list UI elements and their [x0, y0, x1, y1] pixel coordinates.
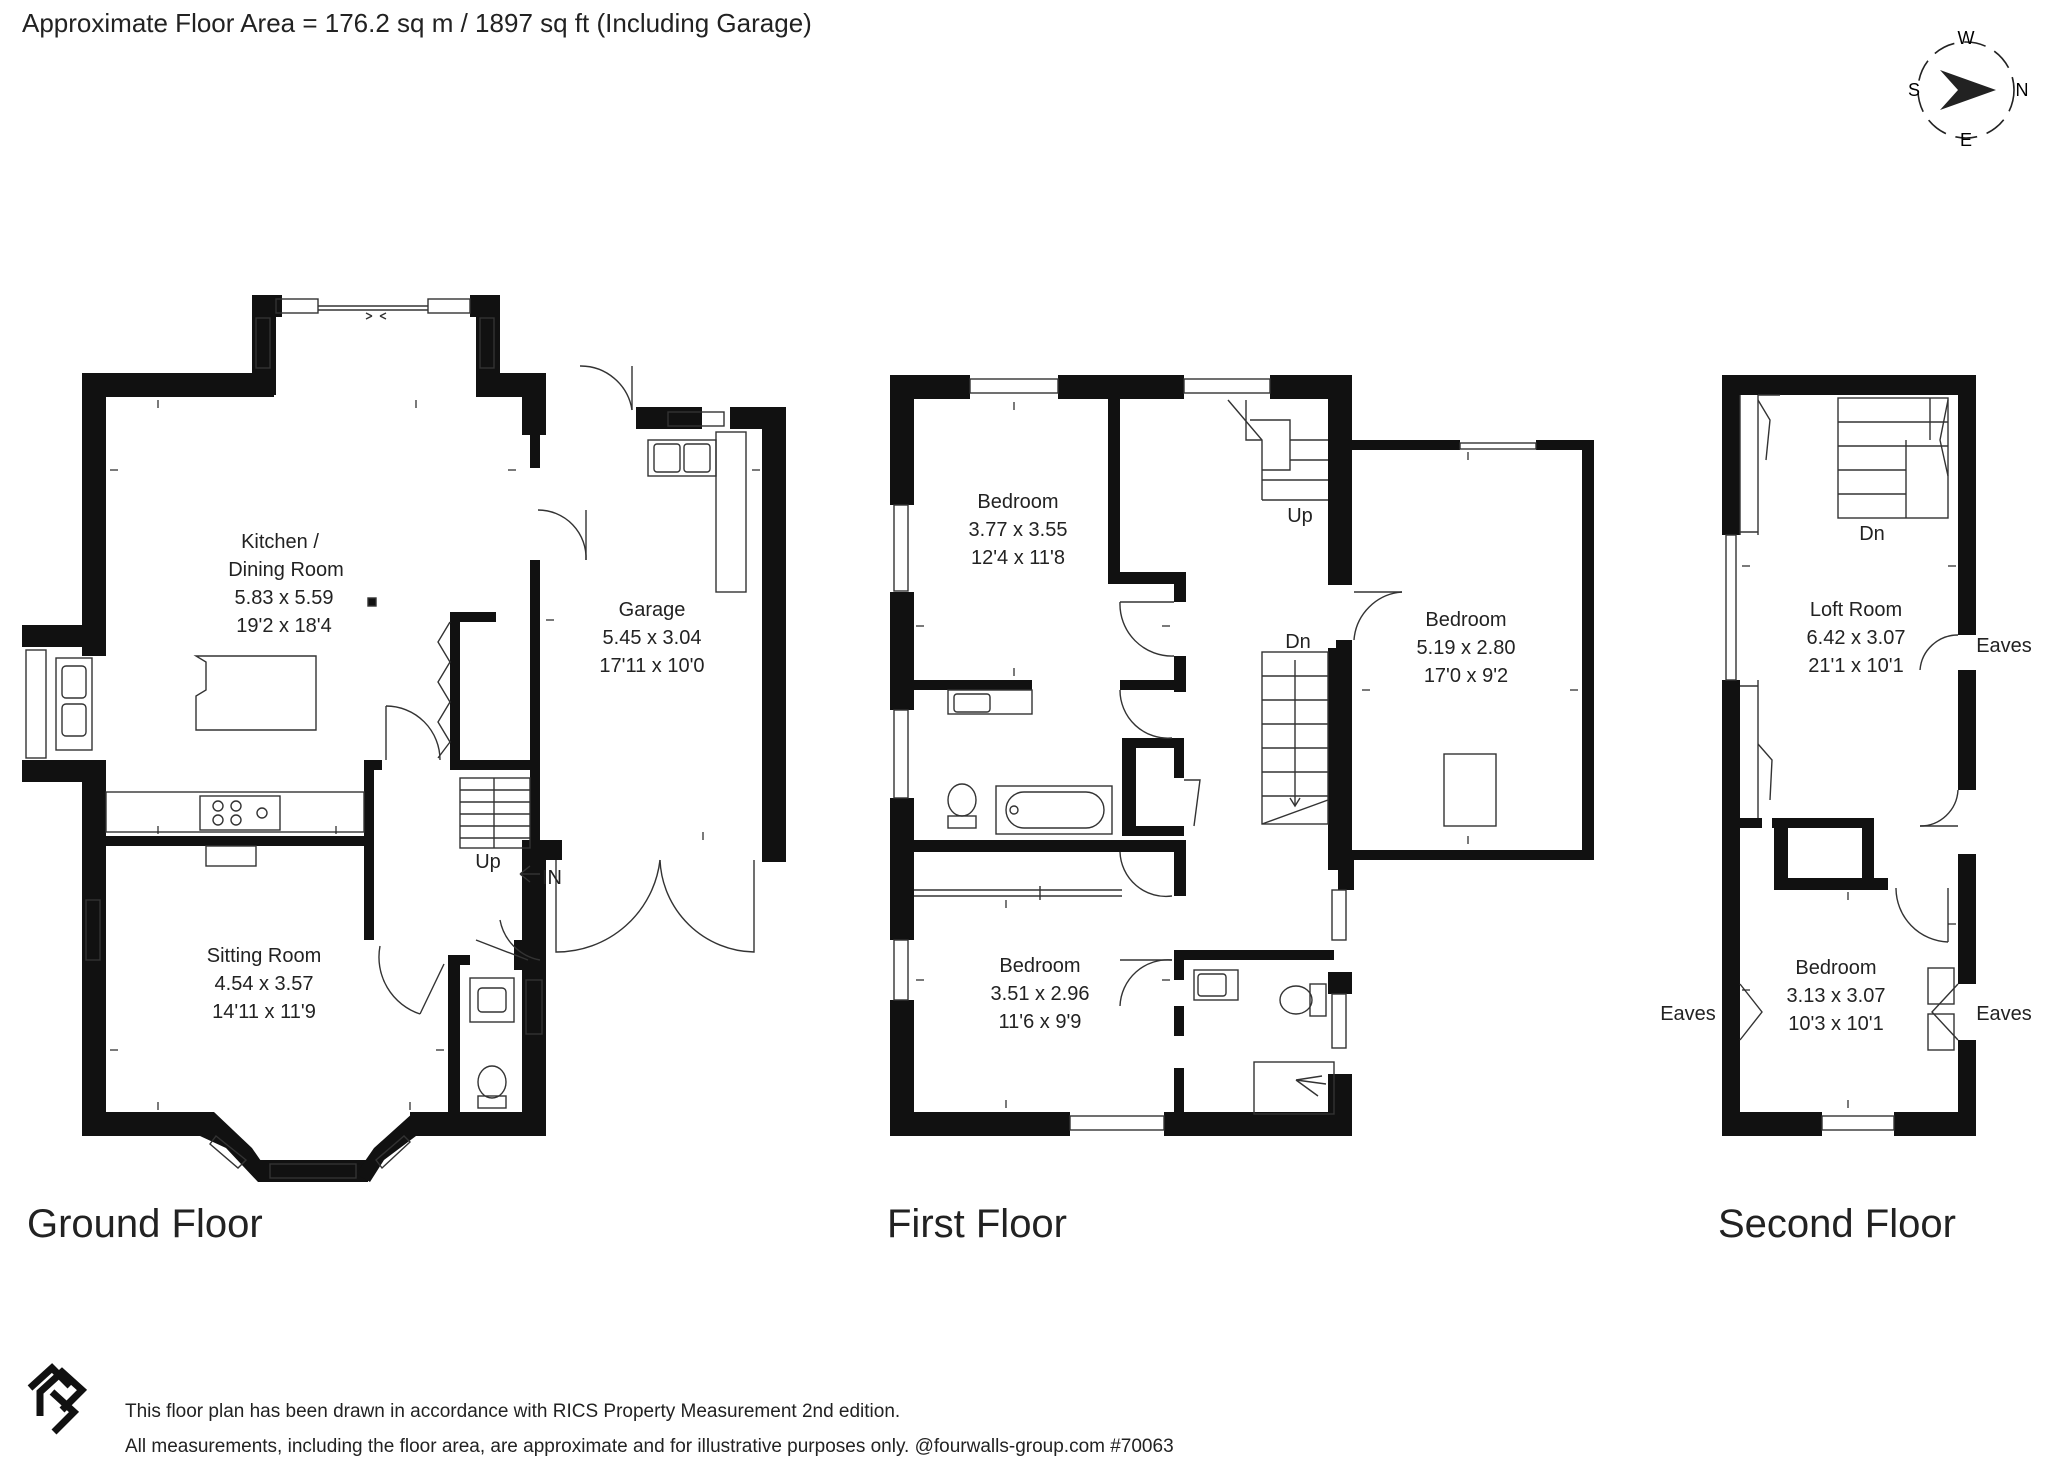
- first-floor-title: First Floor: [887, 1202, 1067, 1246]
- footer-disclaimer: All measurements, including the floor ar…: [125, 1436, 1174, 1457]
- fourwalls-logo-icon: [27, 1363, 88, 1435]
- sitting-room-name: Sitting Room: [207, 945, 322, 967]
- loft-room-metric: 6.42 x 3.07: [1807, 627, 1906, 649]
- second-bedroom-imperial: 10'3 x 10'1: [1788, 1013, 1884, 1035]
- ground-floor-plan: [22, 295, 786, 1182]
- bedroom-2-name: Bedroom: [1425, 609, 1506, 631]
- eaves-label-left: Eaves: [1660, 1003, 1716, 1025]
- compass-n: N: [2016, 80, 2029, 100]
- floor-area-header: Approximate Floor Area = 176.2 sq m / 18…: [22, 8, 812, 38]
- sitting-room-imperial: 14'11 x 11'9: [212, 1001, 316, 1023]
- ground-floor-tick-marks: [110, 400, 760, 1110]
- garage-name: Garage: [619, 599, 686, 621]
- eaves-label-right-top: Eaves: [1976, 635, 2032, 657]
- bedroom-1-metric: 3.77 x 3.55: [969, 519, 1068, 541]
- compass-e: E: [1960, 130, 1972, 150]
- first-floor-tick-marks: [916, 402, 1578, 1108]
- second-floor-plan: [1722, 375, 1976, 1136]
- second-floor-title: Second Floor: [1718, 1202, 1956, 1246]
- bedroom-2-imperial: 17'0 x 9'2: [1424, 665, 1508, 687]
- kitchen-imperial: 19'2 x 18'4: [236, 615, 332, 637]
- garage-metric: 5.45 x 3.04: [603, 627, 702, 649]
- bedroom-3-imperial: 11'6 x 9'9: [999, 1011, 1082, 1033]
- kitchen-metric: 5.83 x 5.59: [235, 587, 334, 609]
- kitchen-name-2: Dining Room: [228, 559, 344, 581]
- eaves-label-right-bottom: Eaves: [1976, 1003, 2032, 1025]
- bedroom-1-imperial: 12'4 x 11'8: [971, 547, 1065, 569]
- footer-rics-note: This floor plan has been drawn in accord…: [125, 1401, 901, 1422]
- second-floor-tick-marks: [1742, 565, 1956, 1108]
- ground-floor-fixtures: [25, 298, 755, 1179]
- bedroom-1-name: Bedroom: [977, 491, 1058, 513]
- room-labels: Kitchen / Dining Room 5.83 x 5.59 19'2 x…: [207, 491, 2032, 1035]
- second-stairs-dn-label: Dn: [1859, 523, 1885, 545]
- bedroom-3-metric: 3.51 x 2.96: [991, 983, 1090, 1005]
- first-stairs-dn-label: Dn: [1285, 631, 1311, 653]
- bedroom-3-name: Bedroom: [999, 955, 1080, 977]
- sitting-room-metric: 4.54 x 3.57: [215, 973, 314, 995]
- ground-stairs-up-label: Up: [475, 851, 501, 873]
- second-bedroom-metric: 3.13 x 3.07: [1787, 985, 1886, 1007]
- first-stairs-up-label: Up: [1287, 505, 1313, 527]
- first-floor-plan: [890, 375, 1594, 1136]
- compass-s: S: [1908, 80, 1920, 100]
- kitchen-name-1: Kitchen /: [241, 531, 319, 553]
- compass-w: W: [1958, 28, 1975, 48]
- second-bedroom-name: Bedroom: [1795, 957, 1876, 979]
- compass-icon: W N E S: [1908, 28, 2029, 150]
- first-floor-fixtures: [893, 378, 1537, 1131]
- garage-imperial: 17'11 x 10'0: [599, 655, 704, 677]
- bedroom-2-metric: 5.19 x 2.80: [1417, 637, 1516, 659]
- loft-room-imperial: 21'1 x 10'1: [1808, 655, 1904, 677]
- ground-floor-title: Ground Floor: [27, 1202, 263, 1246]
- entrance-in-label: IN: [542, 867, 562, 889]
- second-floor-fixtures: [1725, 394, 1959, 1131]
- loft-room-name: Loft Room: [1810, 599, 1902, 621]
